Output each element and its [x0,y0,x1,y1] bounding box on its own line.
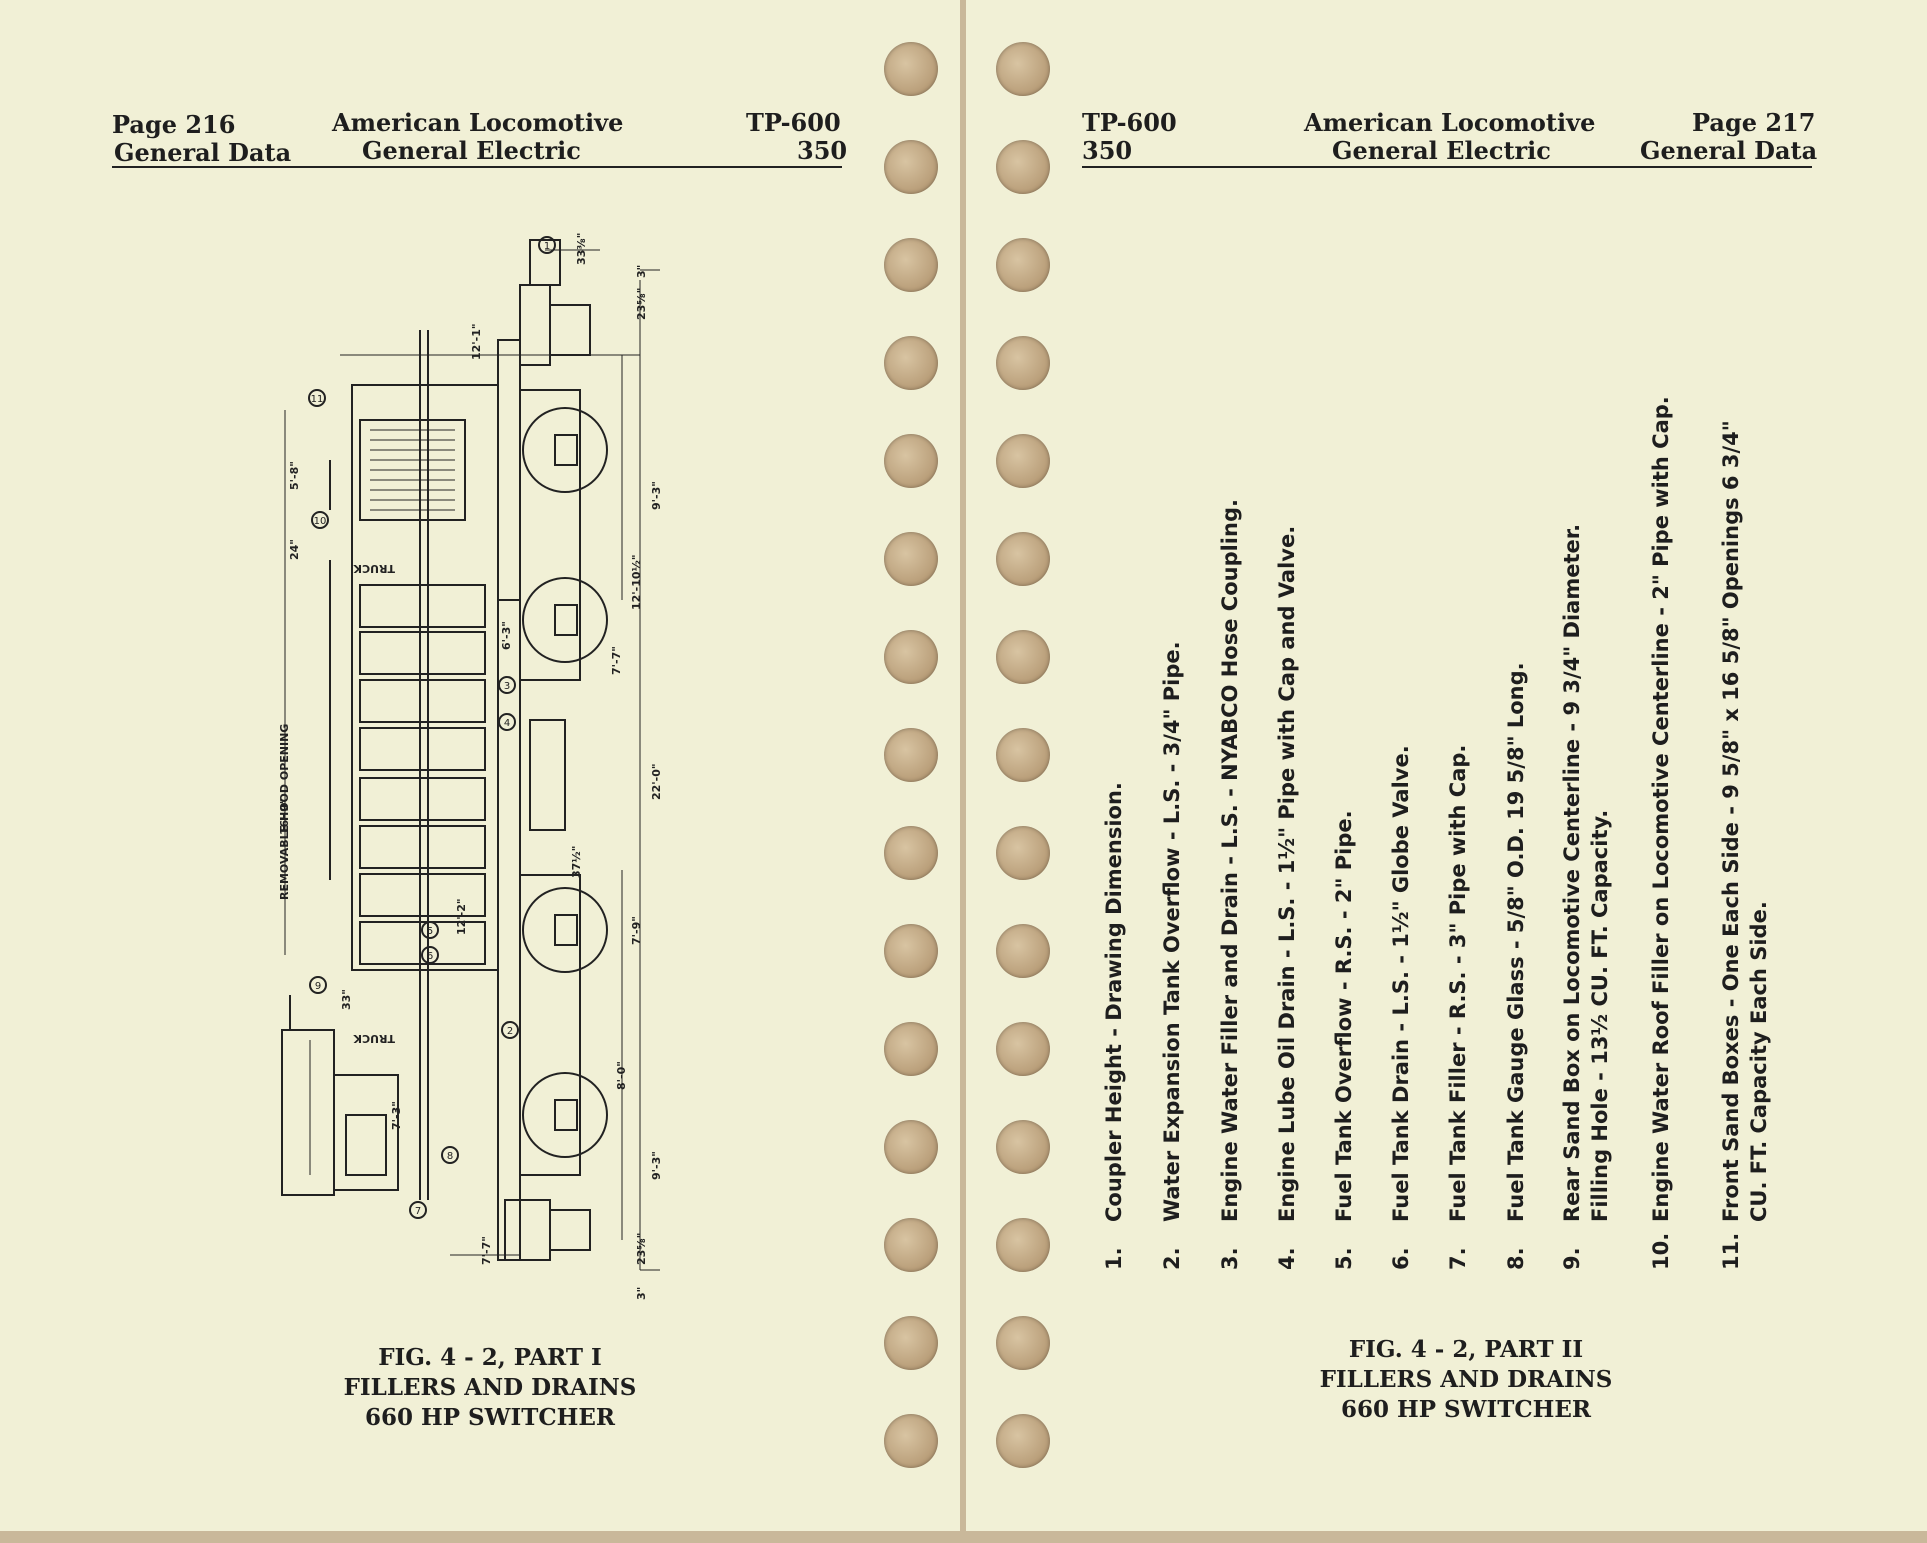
caption-line3: 660 HP SWITCHER [1340,1396,1592,1423]
page-number: Page 217 [1692,108,1816,137]
figure-caption-right: FIG. 4 - 2, PART II FILLERS AND DRAINS 6… [1276,1335,1656,1425]
list-item: 10.Engine Water Roof Filler on Locomotiv… [1649,396,1673,1270]
truck-label-front: TRUCK [353,562,395,575]
list-item: 2.Water Expansion Tank Overflow - L.S. -… [1160,641,1184,1270]
dim-18: 9'-3" [650,1151,663,1180]
caption-line1: FIG. 4 - 2, PART II [1348,1336,1584,1363]
header-rule [1082,166,1812,168]
list-item: 7.Fuel Tank Filler - R.S. - 3" Pipe with… [1446,744,1470,1270]
callout-9: 9 [315,981,321,992]
callout-10: 10 [314,516,327,527]
model: TP-600 [746,108,841,137]
dim-2: 3" [635,265,648,278]
callout-11: 11 [311,394,324,405]
binder-holes-left [884,42,940,1512]
dim-20: 7'-7" [480,1236,493,1265]
callout-8: 8 [447,1151,453,1162]
dim-22: 3" [635,1287,648,1300]
dim-8: 6'-3" [500,621,513,650]
left-page: Page 216 General Data American Locomotiv… [0,0,960,1531]
model: TP-600 [1082,108,1177,137]
model-sub: 350 [1082,136,1133,165]
list-item: 11.Front Sand Boxes - One Each Side - 9 … [1719,420,1771,1270]
fillers-drains-list: 1.Coupler Height - Drawing Dimension. 2.… [1100,270,1820,1270]
list-item: 8.Fuel Tank Gauge Glass - 5/8" O.D. 19 5… [1504,662,1528,1270]
dim-13: 37½" [570,846,583,878]
truck-label-rear: TRUCK [353,1032,395,1045]
section-title: General Data [114,138,292,167]
list-item: 4.Engine Lube Oil Drain - L.S. - 1½" Pip… [1275,525,1299,1270]
hood-label: REMOVABLE HOOD OPENING [278,724,291,900]
locomotive-drawing: REMOVABLE HOOD OPENING TRUCK TRUCK 33⅜" … [278,233,663,1300]
caption-line3: 660 HP SWITCHER [364,1404,616,1431]
maker-line1: American Locomotive [332,108,624,137]
figure-caption-left: FIG. 4 - 2, PART I FILLERS AND DRAINS 66… [300,1343,680,1433]
caption-line1: FIG. 4 - 2, PART I [378,1344,602,1371]
section-title: General Data [1640,136,1818,165]
callout-3: 3 [504,681,510,692]
callout-2: 2 [507,1026,513,1037]
right-page: TP-600 350 American Locomotive General E… [966,0,1927,1531]
dim-11: 22'-0" [650,763,663,800]
dim-12: 16'-9" [278,798,291,835]
dim-15: 7'-9" [630,916,643,945]
dim-16: 33" [340,989,353,1010]
caption-line2: FILLERS AND DRAINS [343,1374,637,1401]
callout-5: 5 [427,926,433,937]
dim-21: 23⅝" [635,1233,648,1265]
callout-7: 7 [415,1206,421,1217]
caption-line2: FILLERS AND DRAINS [1319,1366,1613,1393]
dim-6: 24" [288,539,301,560]
callout-4: 4 [504,718,510,729]
list-item: 5.Fuel Tank Overflow - R.S. - 2" Pipe. [1332,810,1356,1270]
dim-10: 9'-3" [650,481,663,510]
maker-line1: American Locomotive [1304,108,1596,137]
list-item: 6.Fuel Tank Drain - L.S. - 1½" Globe Val… [1389,745,1413,1270]
dim-9: 7'-7" [610,646,623,675]
dim-7: 12'-10½" [630,554,643,610]
maker-line2: General Electric [1332,136,1551,165]
header-rule [112,166,842,168]
page-number: Page 216 [112,110,236,139]
model-sub: 350 [797,136,848,165]
list-item: 1.Coupler Height - Drawing Dimension. [1102,782,1126,1270]
callout-1: 1 [544,241,550,252]
list-item: 9.Rear Sand Box on Locomotive Centerline… [1560,523,1612,1270]
dim-5: 5'-8" [288,461,301,490]
maker-line2: General Electric [362,136,581,165]
dim-14: 12'-2" [455,898,468,935]
dim-17: 8'-0" [615,1061,628,1090]
callout-6: 6 [427,951,433,962]
dim-1: 33⅜" [575,233,588,265]
dim-3: 23⅝" [635,288,648,320]
list-item: 3.Engine Water Filler and Drain - L.S. -… [1218,499,1242,1270]
dim-19: 7'-3" [390,1101,403,1130]
binder-holes-right [996,42,1052,1512]
dim-4: 12'-1" [470,323,483,360]
